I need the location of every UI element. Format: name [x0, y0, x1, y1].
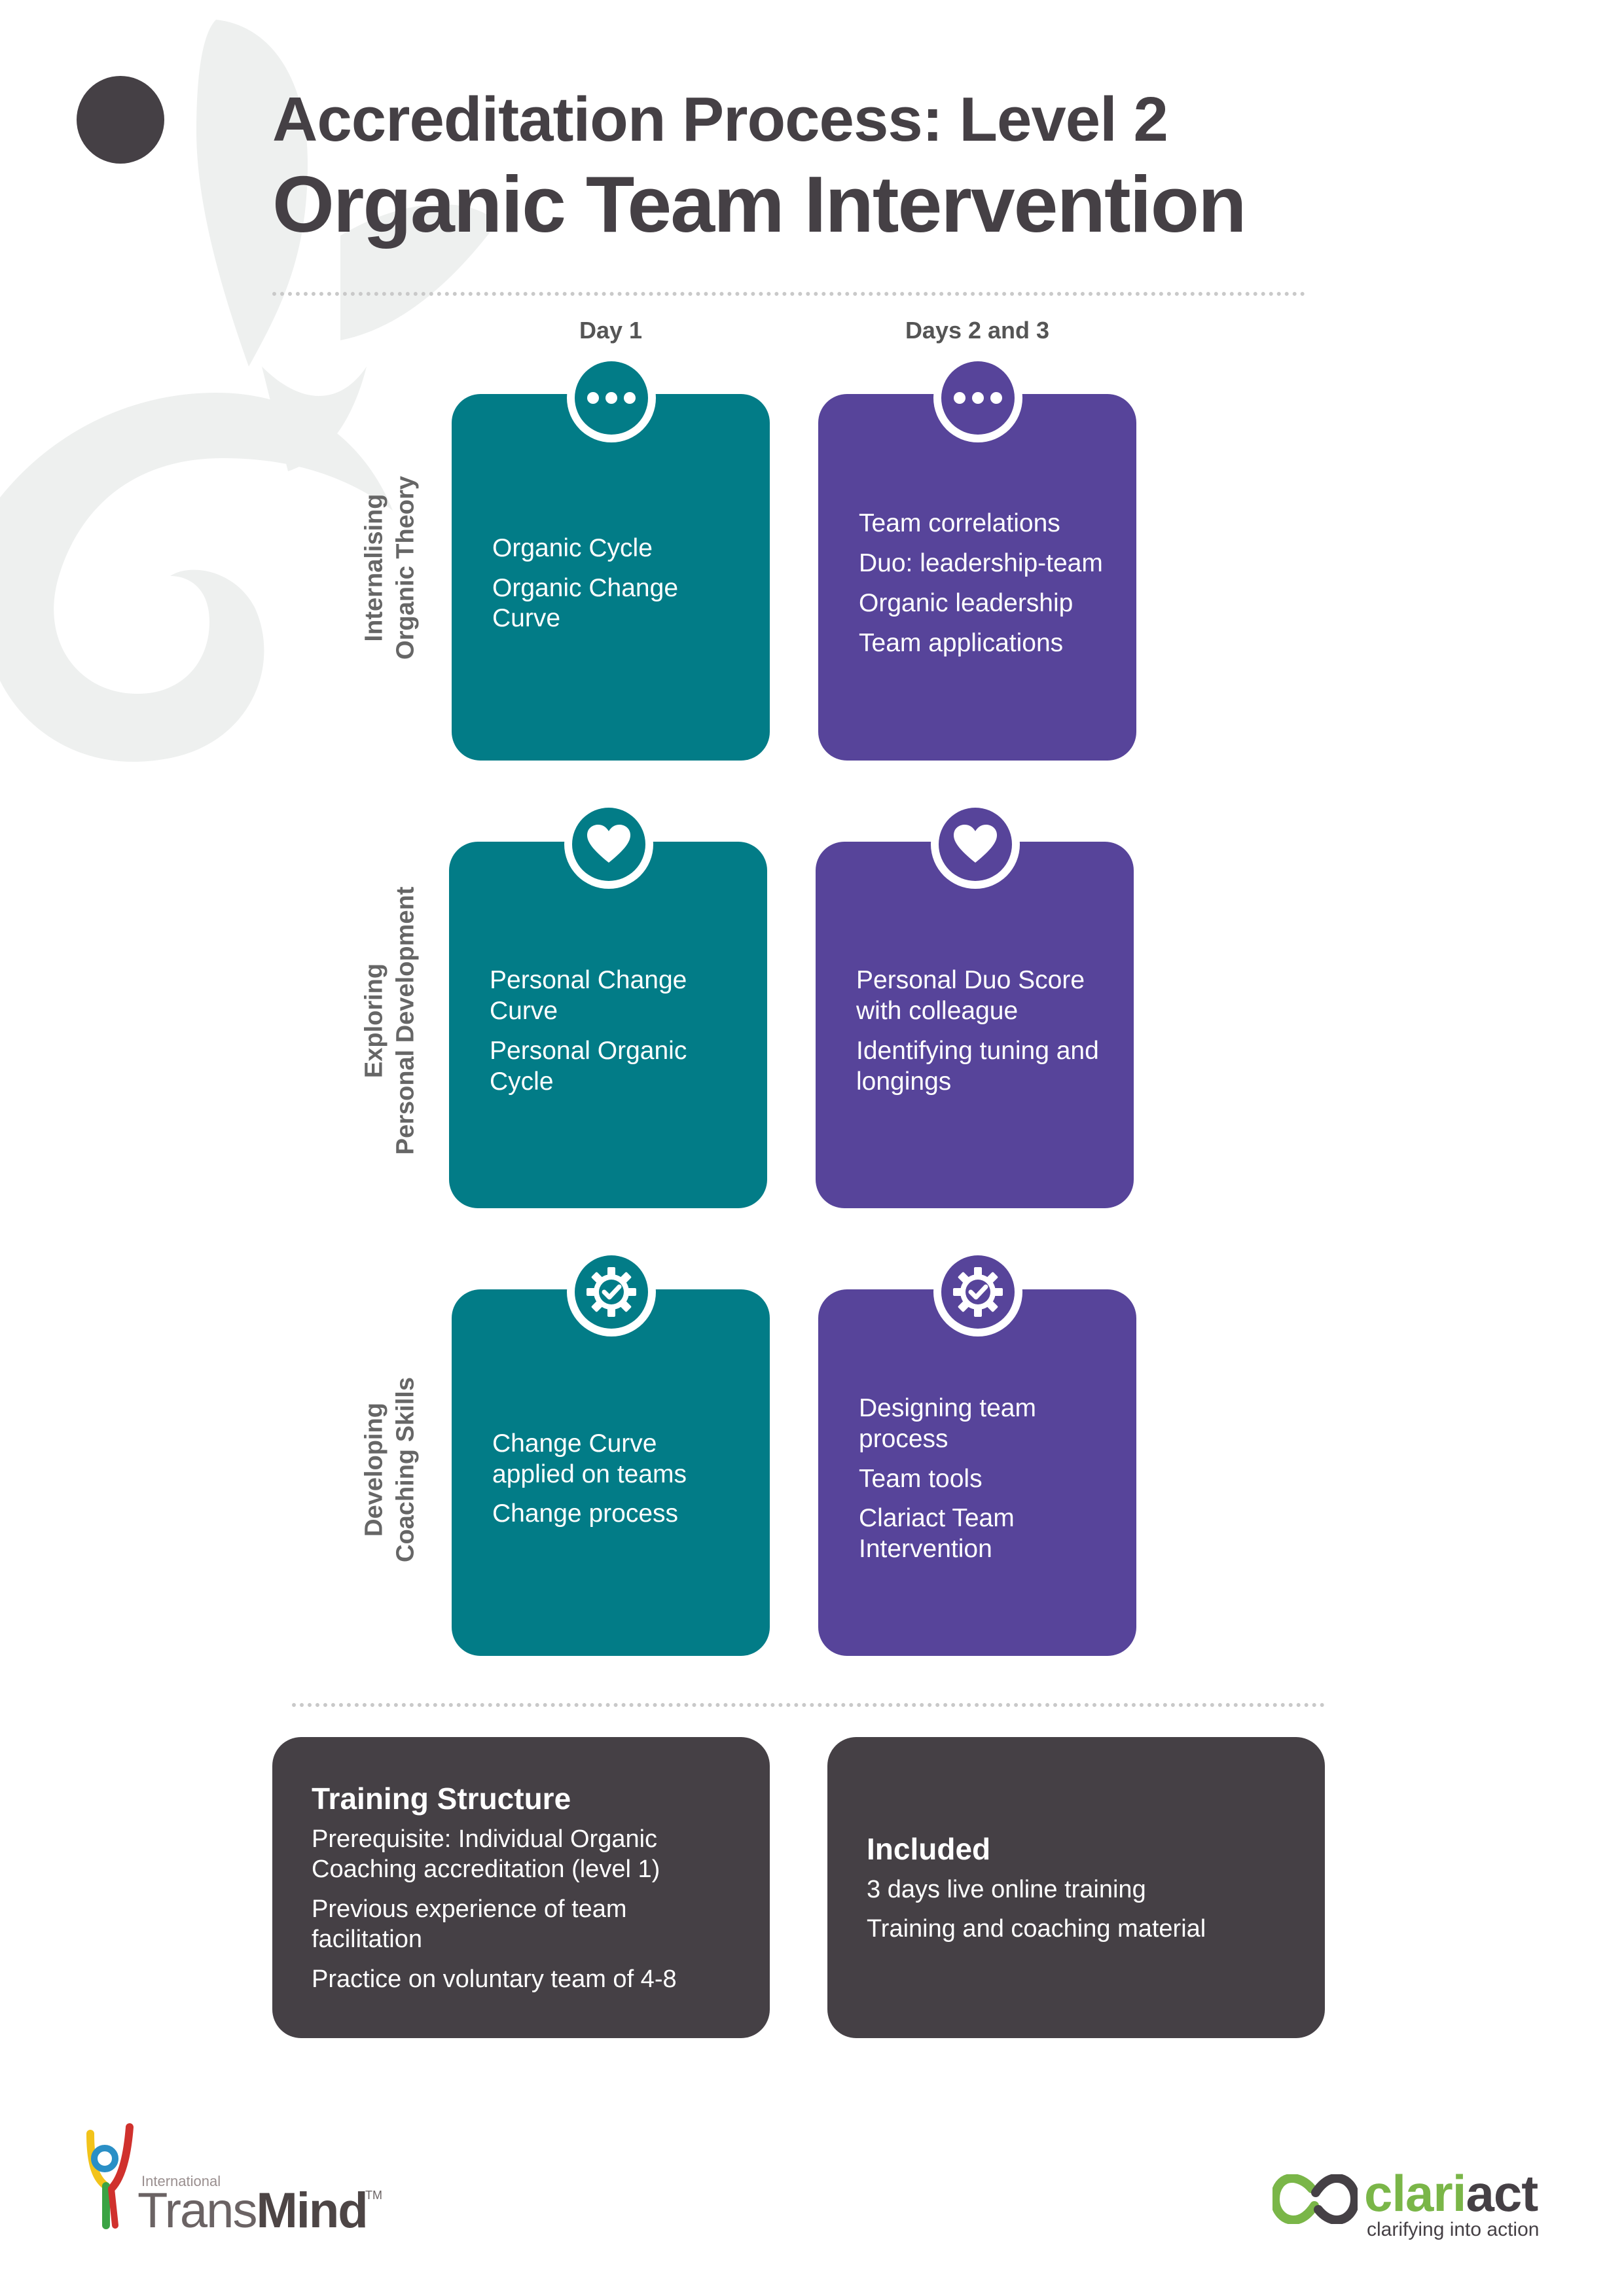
training-structure-title: Training Structure	[312, 1782, 571, 1816]
card-item: Identifying tuning and longings	[856, 1037, 1099, 1096]
clariact-mark-icon	[1272, 2174, 1358, 2224]
divider-middle	[292, 1703, 1325, 1707]
card-development-day1: Personal Change Curve Personal Organic C…	[449, 842, 767, 1208]
list-item: 3 days live online training	[867, 1875, 1146, 1903]
column-header-day1: Day 1	[579, 317, 643, 344]
list-item: Practice on voluntary team of 4-8	[312, 1965, 677, 1993]
row-label-development-line1: Exploring	[360, 963, 388, 1079]
transmind-tm: TM	[365, 2189, 382, 2202]
card-item: Personal Organic Cycle	[490, 1037, 687, 1096]
row-label-theory: Internalising Organic Theory	[359, 365, 422, 771]
transmind-logo: International TransMind TM	[77, 2121, 391, 2238]
card-item: Duo: leadership-team	[859, 549, 1103, 578]
header-dot	[77, 76, 164, 164]
list-item: Training and coaching material	[867, 1915, 1206, 1943]
transmind-wordmark: TransMind	[137, 2182, 369, 2239]
column-header-days23: Days 2 and 3	[905, 317, 1050, 344]
card-item: Organic leadership	[859, 589, 1074, 617]
card-theory-days23: Team correlations Duo: leadership-team O…	[818, 394, 1136, 761]
training-structure-box: Training Structure Prerequisite: Individ…	[272, 1737, 770, 2038]
included-box: Included 3 days live online training Tra…	[827, 1737, 1325, 2038]
row-label-development-line2: Personal Development	[391, 886, 419, 1155]
card-item: Organic Change Curve	[492, 573, 679, 633]
heart-icon	[564, 800, 653, 889]
transmind-trans: Trans	[137, 2183, 257, 2238]
card-item: Personal Change Curve	[490, 966, 687, 1026]
card-item: Personal Duo Score with colleague	[856, 966, 1085, 1026]
row-label-coaching-line2: Coaching Skills	[391, 1377, 419, 1562]
card-item: Change Curve applied on teams	[492, 1429, 687, 1488]
card-coaching-day1: Change Curve applied on teams Change pro…	[452, 1289, 770, 1656]
included-title: Included	[867, 1831, 991, 1866]
card-item: Change process	[492, 1499, 679, 1528]
card-item: Clariact Team Intervention	[859, 1504, 1015, 1564]
row-label-development: Exploring Personal Development	[359, 818, 422, 1224]
card-coaching-days23: Designing team process Team tools Claria…	[818, 1289, 1136, 1656]
row-label-theory-line1: Internalising	[360, 493, 388, 642]
page-title-line1: Accreditation Process: Level 2	[272, 84, 1168, 154]
row-label-theory-line2: Organic Theory	[391, 476, 419, 660]
background-swirl	[0, 20, 497, 762]
gear-check-icon	[567, 1247, 656, 1336]
card-theory-day1: Organic Cycle Organic Change Curve	[452, 394, 770, 761]
clariact-tagline: clarifying into action	[1367, 2219, 1540, 2240]
page-title-line2: Organic Team Intervention	[272, 160, 1247, 249]
list-item: Prerequisite: Individual Organic Coachin…	[312, 1825, 660, 1884]
clariact-logo: clariact clarifying into action	[1272, 2164, 1561, 2242]
card-item: Designing team process	[859, 1394, 1036, 1453]
card-item: Team correlations	[859, 509, 1060, 538]
gear-check-icon	[933, 1247, 1022, 1336]
clariact-part1: clari	[1364, 2164, 1466, 2222]
divider-top	[272, 292, 1305, 296]
card-item: Team applications	[859, 628, 1064, 657]
row-label-coaching-line1: Developing	[360, 1403, 388, 1537]
card-item: Team tools	[859, 1464, 983, 1493]
transmind-figure-icon	[86, 2123, 134, 2229]
dots-icon	[567, 353, 656, 442]
row-label-coaching: Developing Coaching Skills	[359, 1267, 422, 1673]
card-item: Organic Cycle	[492, 533, 653, 562]
clariact-part2: act	[1466, 2164, 1538, 2222]
transmind-international: International	[141, 2173, 221, 2189]
transmind-mind: Mind	[256, 2183, 368, 2238]
list-item: Previous experience of team facilitation	[312, 1895, 627, 1954]
dots-icon	[933, 353, 1022, 442]
card-development-days23: Personal Duo Score with colleague Identi…	[816, 842, 1134, 1208]
heart-icon	[931, 800, 1020, 889]
clariact-wordmark: clariact	[1364, 2164, 1538, 2223]
